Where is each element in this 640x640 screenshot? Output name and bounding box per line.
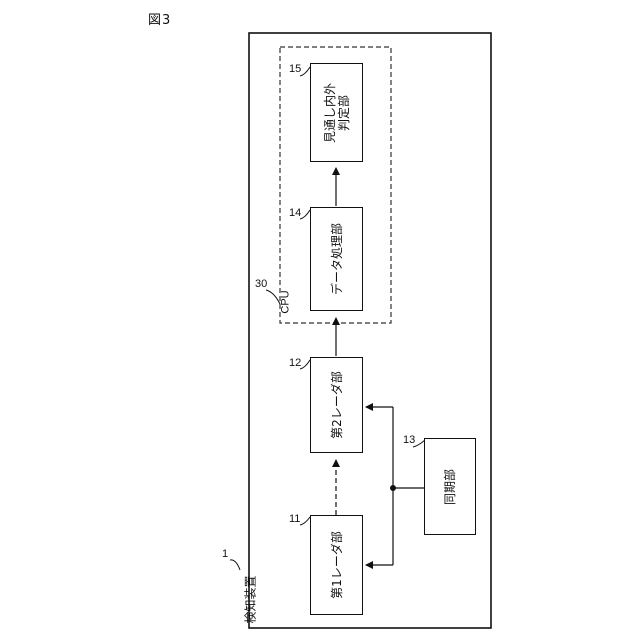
sync-label: 同期部: [443, 468, 457, 504]
los-judge-ref: 15: [289, 63, 301, 75]
sync-block: 同期部: [424, 438, 476, 535]
ref-15-leader: [300, 67, 310, 76]
radar2-block: 第2レーダ部: [310, 357, 363, 453]
radar1-label: 第1レーダ部: [330, 531, 344, 599]
radar1-block: 第1レーダ部: [310, 515, 363, 615]
los-judge-block: 見通し内外 判定部: [310, 63, 363, 162]
cpu-ref: 30: [255, 278, 267, 290]
device-frame: [249, 33, 491, 628]
los-judge-label: 見通し内外 判定部: [323, 82, 351, 142]
data-proc-ref: 14: [289, 207, 301, 219]
ref-30-leader: [266, 290, 280, 304]
sync-ref: 13: [403, 434, 415, 446]
data-proc-label: データ処理部: [330, 223, 344, 295]
los-judge-label-line2: 判定部: [337, 82, 351, 142]
ref-12-leader: [300, 360, 310, 369]
radar2-ref: 12: [289, 357, 301, 369]
data-proc-block: データ処理部: [310, 207, 363, 311]
radar2-label: 第2レーダ部: [330, 371, 344, 439]
device-label: 検知装置: [242, 575, 259, 623]
los-judge-label-line1: 見通し内外: [323, 82, 337, 142]
radar1-ref: 11: [289, 513, 300, 525]
ref-11-leader: [300, 517, 310, 525]
ref-14-leader: [300, 210, 310, 219]
device-ref: 1: [222, 548, 228, 560]
cpu-label: CPU: [280, 290, 292, 313]
ref-1-leader: [230, 560, 240, 570]
